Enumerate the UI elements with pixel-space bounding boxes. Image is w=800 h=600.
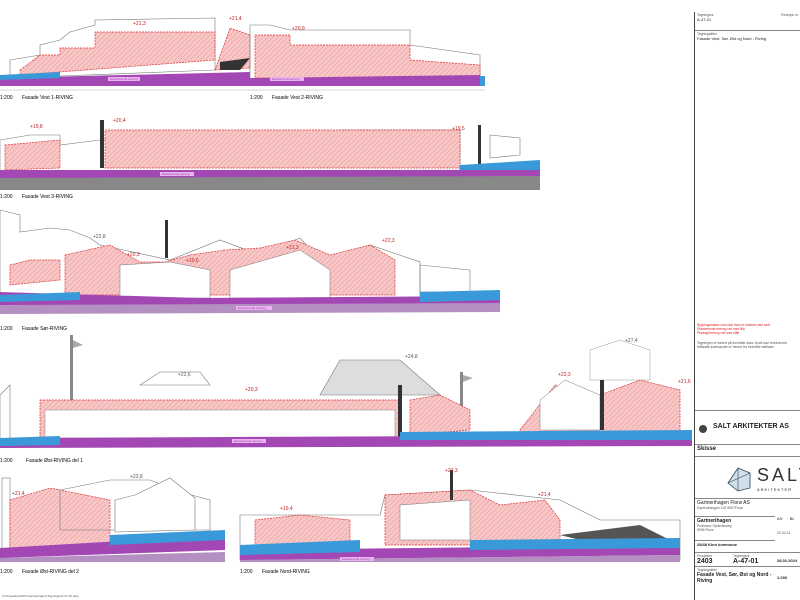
caption-scale: 1:200 (0, 326, 13, 332)
grade-label: Eksisterende terreng (162, 172, 190, 176)
number-cell: Prosjektnr 2403 Tegningsnr A-47-01 28.02… (695, 552, 800, 566)
date-small: 22.02.24 (777, 531, 791, 535)
height-marker: +22,8 (93, 234, 106, 240)
elevation-caption: Fasade Øst-RIVING del 1 (26, 458, 83, 464)
drawing-status: Skisse (697, 446, 717, 452)
height-marker: +24,8 (405, 354, 418, 360)
company-name: SALT ARKITEKTER AS (713, 423, 789, 430)
drawing-title-cell: Tegningstittel Fasade Vest, Sør, Øst og … (695, 30, 800, 48)
label: Tegningsnr (697, 13, 714, 17)
grade-label: Eksisterende terreng (238, 306, 266, 310)
height-marker: +21,3 (133, 21, 146, 27)
grade-label: Eksisterende terreng (342, 557, 370, 561)
client-cell: Gartnerihagen Florø AS Dyrekolhaugen 102… (695, 498, 800, 516)
initials-drawn: AH (777, 516, 783, 521)
label: Tegningstittel (697, 32, 717, 36)
gnr-cell: 28/48 Kinn kommune (695, 540, 775, 552)
project-city: 6906 Florø (697, 528, 714, 532)
height-marker: +21,6 (678, 379, 691, 385)
note: Planlagt terreng vist med blått (697, 331, 740, 335)
project-name: Gartnerihagen (697, 518, 732, 524)
grade-label: Eksisterende terreng (272, 77, 300, 81)
elevation-ost-del2: +21,4 +23,8 1:200 Fasade Øst-RIVING del … (0, 474, 225, 575)
project-address: Professor Gjelsviksveg (697, 524, 732, 528)
label: Prosjektnr (697, 554, 713, 558)
height-marker: +22,3 (445, 468, 458, 474)
initials-checked: BL (789, 516, 795, 521)
height-marker: +20,4 (113, 118, 126, 124)
initials: AH BL 22.02.24 (777, 516, 795, 535)
height-marker: +22,3 (382, 238, 395, 244)
height-marker: +19,8 (30, 124, 43, 130)
drawing-title-line2: Riving (697, 578, 713, 584)
salt-logo-icon (727, 467, 751, 492)
drawing-number-cell: Tegningsnr A-47-01 Revisjon nr. (695, 12, 800, 30)
drawing-title-line1: Fasade Vest, Sør, Øst og Nord - (697, 572, 772, 578)
height-marker: +21,4 (229, 16, 242, 22)
elevation-drawings: Eksisterende terreng +21,3 +21,4 1:200 F… (0, 16, 692, 575)
elevation-caption: Fasade Vest 1-RIVING (22, 95, 73, 101)
grade-label: Eksisterende terreng (110, 77, 138, 81)
project-number: 2403 (697, 558, 713, 565)
company-mark-icon (699, 425, 707, 433)
label: Tegningstittel (697, 568, 717, 572)
height-marker: +21,4 (12, 491, 25, 497)
elevation-caption: Fasade Øst-RIVING del 2 (22, 569, 79, 575)
elevation-caption: Fasade Sør-RIVING (22, 326, 67, 332)
title-block: Tegningsnr A-47-01 Revisjon nr. Tegnings… (694, 12, 800, 600)
client-address: Dyrekolhaugen 102 6907Florø (697, 506, 743, 510)
caption-scale: 1:200 (240, 569, 253, 575)
drawing-date: 28.02.2024 (777, 558, 798, 563)
height-marker: +21,4 (538, 492, 551, 498)
height-marker: +19,6 (186, 258, 199, 264)
height-marker: +23,8 (130, 474, 143, 480)
caption-scale: 1:200 (0, 95, 13, 101)
notes: Bygningsmasse som skal rives er markert … (695, 322, 800, 382)
drawing-scale: 1:200 (777, 575, 788, 580)
company-cell: SALT ARKITEKTER AS (695, 410, 800, 444)
caption-scale: 1:200 (250, 95, 263, 101)
height-marker: +22,6 (178, 372, 191, 378)
elevation-caption: Fasade Nord-RIVING (262, 569, 310, 575)
drawing-number-large: A-47-01 (733, 558, 759, 565)
client-name: Gartnerihagen Florø AS (697, 500, 750, 506)
note: Bygningsmasse som skal rives er markert … (697, 323, 770, 327)
property-id: 28/48 Kinn kommune (697, 542, 738, 547)
project-cell: Gartnerihagen Professor Gjelsviksveg 690… (695, 516, 775, 540)
height-marker: +19,5 (452, 126, 465, 132)
status-cell: Skisse (695, 444, 800, 456)
logo-text: SALT (757, 465, 800, 485)
note: Tegningen er basert på innmålte data. Av… (697, 341, 788, 345)
height-marker: +20,9 (292, 26, 305, 32)
caption-scale: 1:200 (0, 569, 13, 575)
elevation-ost-del1: Eksisterende terreng +22,6 +20,3 +24,8 +… (0, 335, 692, 464)
height-marker: +27,4 (625, 338, 638, 344)
elevation-vest-3: Eksisterende terreng +19,8 +20,4 +19,5 1… (0, 118, 540, 200)
height-marker: +19,4 (280, 506, 293, 512)
drawing-title: Fasade Vest, Sør, Øst og Nord - Riving (697, 36, 767, 41)
height-marker: +20,3 (245, 387, 258, 393)
grade-label: Eksisterende terreng (234, 439, 262, 443)
height-marker: +22,3 (558, 372, 571, 378)
elevation-caption: Fasade Vest 3-RIVING (22, 194, 73, 200)
label: Tegningsnr (733, 554, 750, 558)
title-cell: Tegningstittel Fasade Vest, Sør, Øst og … (695, 566, 800, 600)
label: Revisjon nr. (781, 13, 799, 17)
drawing-number: A-47-01 (697, 17, 712, 22)
elevation-vest-1: Eksisterende terreng +21,3 +21,4 1:200 F… (0, 16, 251, 101)
caption-scale: 1:200 (0, 194, 13, 200)
elevation-nord: Eksisterende terreng +19,4 +22,3 +21,4 1… (239, 468, 681, 575)
note: Målsatte kotehøyder er hentet fra innmål… (697, 345, 775, 349)
height-marker: +21,3 (286, 245, 299, 251)
elevation-vest-2: Eksisterende terreng +20,9 1:200 Fasade … (249, 24, 485, 101)
height-marker: +20,3 (127, 252, 140, 258)
caption-scale: 1:200 (0, 458, 13, 464)
elevation-caption: Fasade Vest 2-RIVING (272, 95, 323, 101)
logo-cell: SALT ARKITEKTER (695, 456, 800, 498)
logo-subtext: ARKITEKTER (757, 487, 793, 492)
file-path-footnote: Z:\Prosjekter\2403 Gartnerihagen\Tegning… (2, 594, 79, 598)
elevation-sor: Eksisterende terreng +22,8 +20,3 +19,6 +… (0, 209, 500, 332)
note: Eksisterende terreng vist med lilla (697, 327, 745, 331)
